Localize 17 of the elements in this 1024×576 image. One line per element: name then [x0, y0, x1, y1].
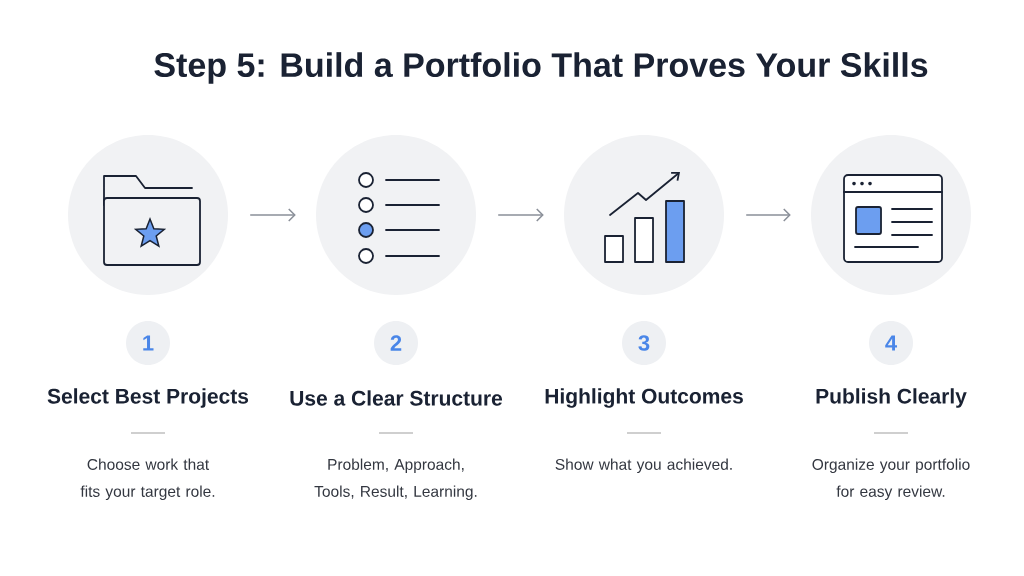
arrow: [249, 208, 296, 222]
step-description: Problem, Approach, Tools, Result, Learning.: [314, 458, 477, 500]
arrow: [497, 208, 544, 222]
step-heading: Publish Clearly: [816, 388, 967, 408]
step-heading: Select Best Projects: [47, 388, 249, 408]
number-badge: 1: [126, 321, 170, 365]
number-badge: 2: [374, 321, 418, 365]
step-description: Choose work that fits your target role.: [80, 458, 215, 500]
arrow: [745, 208, 791, 222]
title: Step 5: Build a Portfolio That Proves Your Skills: [154, 52, 928, 84]
step-description: Organize your portfolio for easy review.: [812, 458, 970, 500]
step-heading: Use a Clear Structure: [290, 390, 503, 406]
icon-disc: [316, 135, 476, 295]
step-description: Show what you achieved.: [555, 458, 732, 473]
step-heading: Highlight Outcomes: [545, 388, 743, 408]
number-badge: 3: [622, 321, 666, 365]
number-badge: 4: [869, 321, 913, 365]
